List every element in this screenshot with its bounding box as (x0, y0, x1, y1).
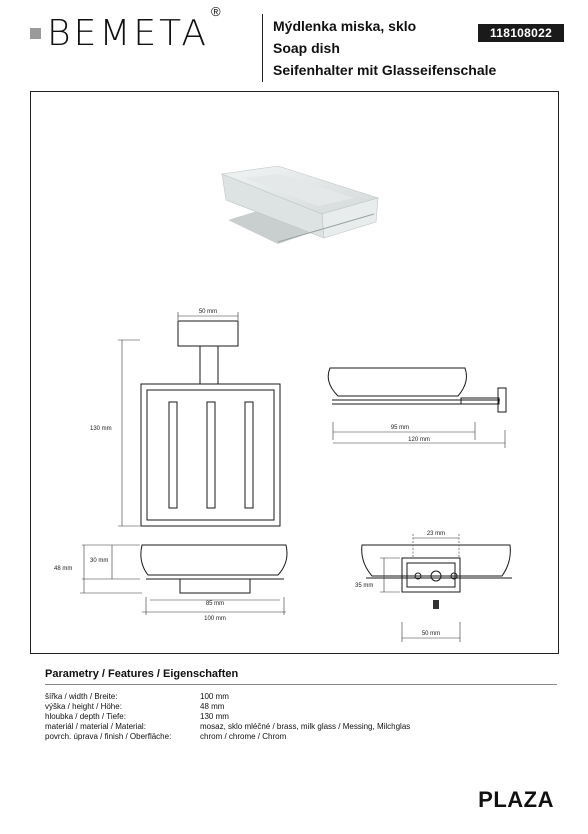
registered-mark: ® (211, 4, 221, 19)
drawing-frame (30, 91, 559, 654)
front-mount-block (179, 578, 251, 594)
dim-rear-width: 50 mm (422, 631, 440, 637)
side-glass-bowl (327, 367, 467, 397)
dim-rear-top: 23 mm (427, 531, 445, 537)
feature-value: chrom / chrome / Chrom (200, 732, 287, 741)
feature-value: 100 mm (200, 692, 229, 701)
front-glass-bowl (140, 544, 288, 576)
feature-label: povrch. úprava / finish / Oberfläche: (45, 732, 172, 741)
title-cz: Mýdlenka miska, sklo (273, 18, 417, 34)
dim-side-depth-inner: 95 mm (391, 425, 409, 431)
brand-logo: BEMETA (30, 13, 209, 55)
rear-wall-plate (401, 557, 461, 593)
frame-outer (140, 383, 281, 527)
slot-3 (244, 401, 254, 509)
dim-side-depth-total: 120 mm (408, 437, 430, 443)
dim-front-total-height: 48 mm (54, 566, 72, 572)
features-heading: Parametry / Features / Eigenschaften (45, 668, 239, 680)
feature-value: 48 mm (200, 702, 225, 711)
dim-front-height: 130 mm (90, 426, 112, 432)
dim-rear-height: 35 mm (355, 583, 373, 589)
dim-front-body-height: 30 mm (90, 558, 108, 564)
feature-label: hloubka / depth / Tiefe: (45, 712, 126, 721)
feature-value: mosaz, sklo mléčné / brass, milk glass /… (200, 722, 411, 731)
feature-label: šířka / width / Breite: (45, 692, 118, 701)
dim-front-total-width: 100 mm (204, 616, 226, 622)
product-titles: Mýdlenka miska, sklo Soap dish Seifenhal… (273, 15, 496, 81)
dim-front-inner-width: 85 mm (206, 601, 224, 607)
header-divider (262, 14, 263, 82)
title-en: Soap dish (273, 40, 340, 56)
product-photo (220, 165, 380, 244)
set-screw (433, 600, 439, 609)
frame-inner (146, 389, 275, 521)
dim-top-width: 50 mm (199, 309, 217, 315)
features-divider (45, 684, 557, 685)
feature-label: materiál / material / Material: (45, 722, 146, 731)
mount-post (199, 345, 219, 385)
feature-label: výška / height / Höhe: (45, 702, 122, 711)
rear-glass-bowl (361, 544, 511, 577)
slot-2 (206, 401, 216, 509)
feature-value: 130 mm (200, 712, 229, 721)
wall-plate-top (177, 320, 239, 347)
logo-square (30, 28, 41, 39)
title-de: Seifenhalter mit Glasseifenschale (273, 62, 497, 78)
technical-drawing: 50 mm 130 mm 95 mm 120 mm 30 mm 48 mm 85… (54, 309, 512, 642)
slot-1 (168, 401, 178, 509)
logo-text: BEMETA (47, 13, 209, 54)
product-code: 118108022 (478, 24, 564, 42)
series-name: PLAZA (478, 787, 554, 812)
